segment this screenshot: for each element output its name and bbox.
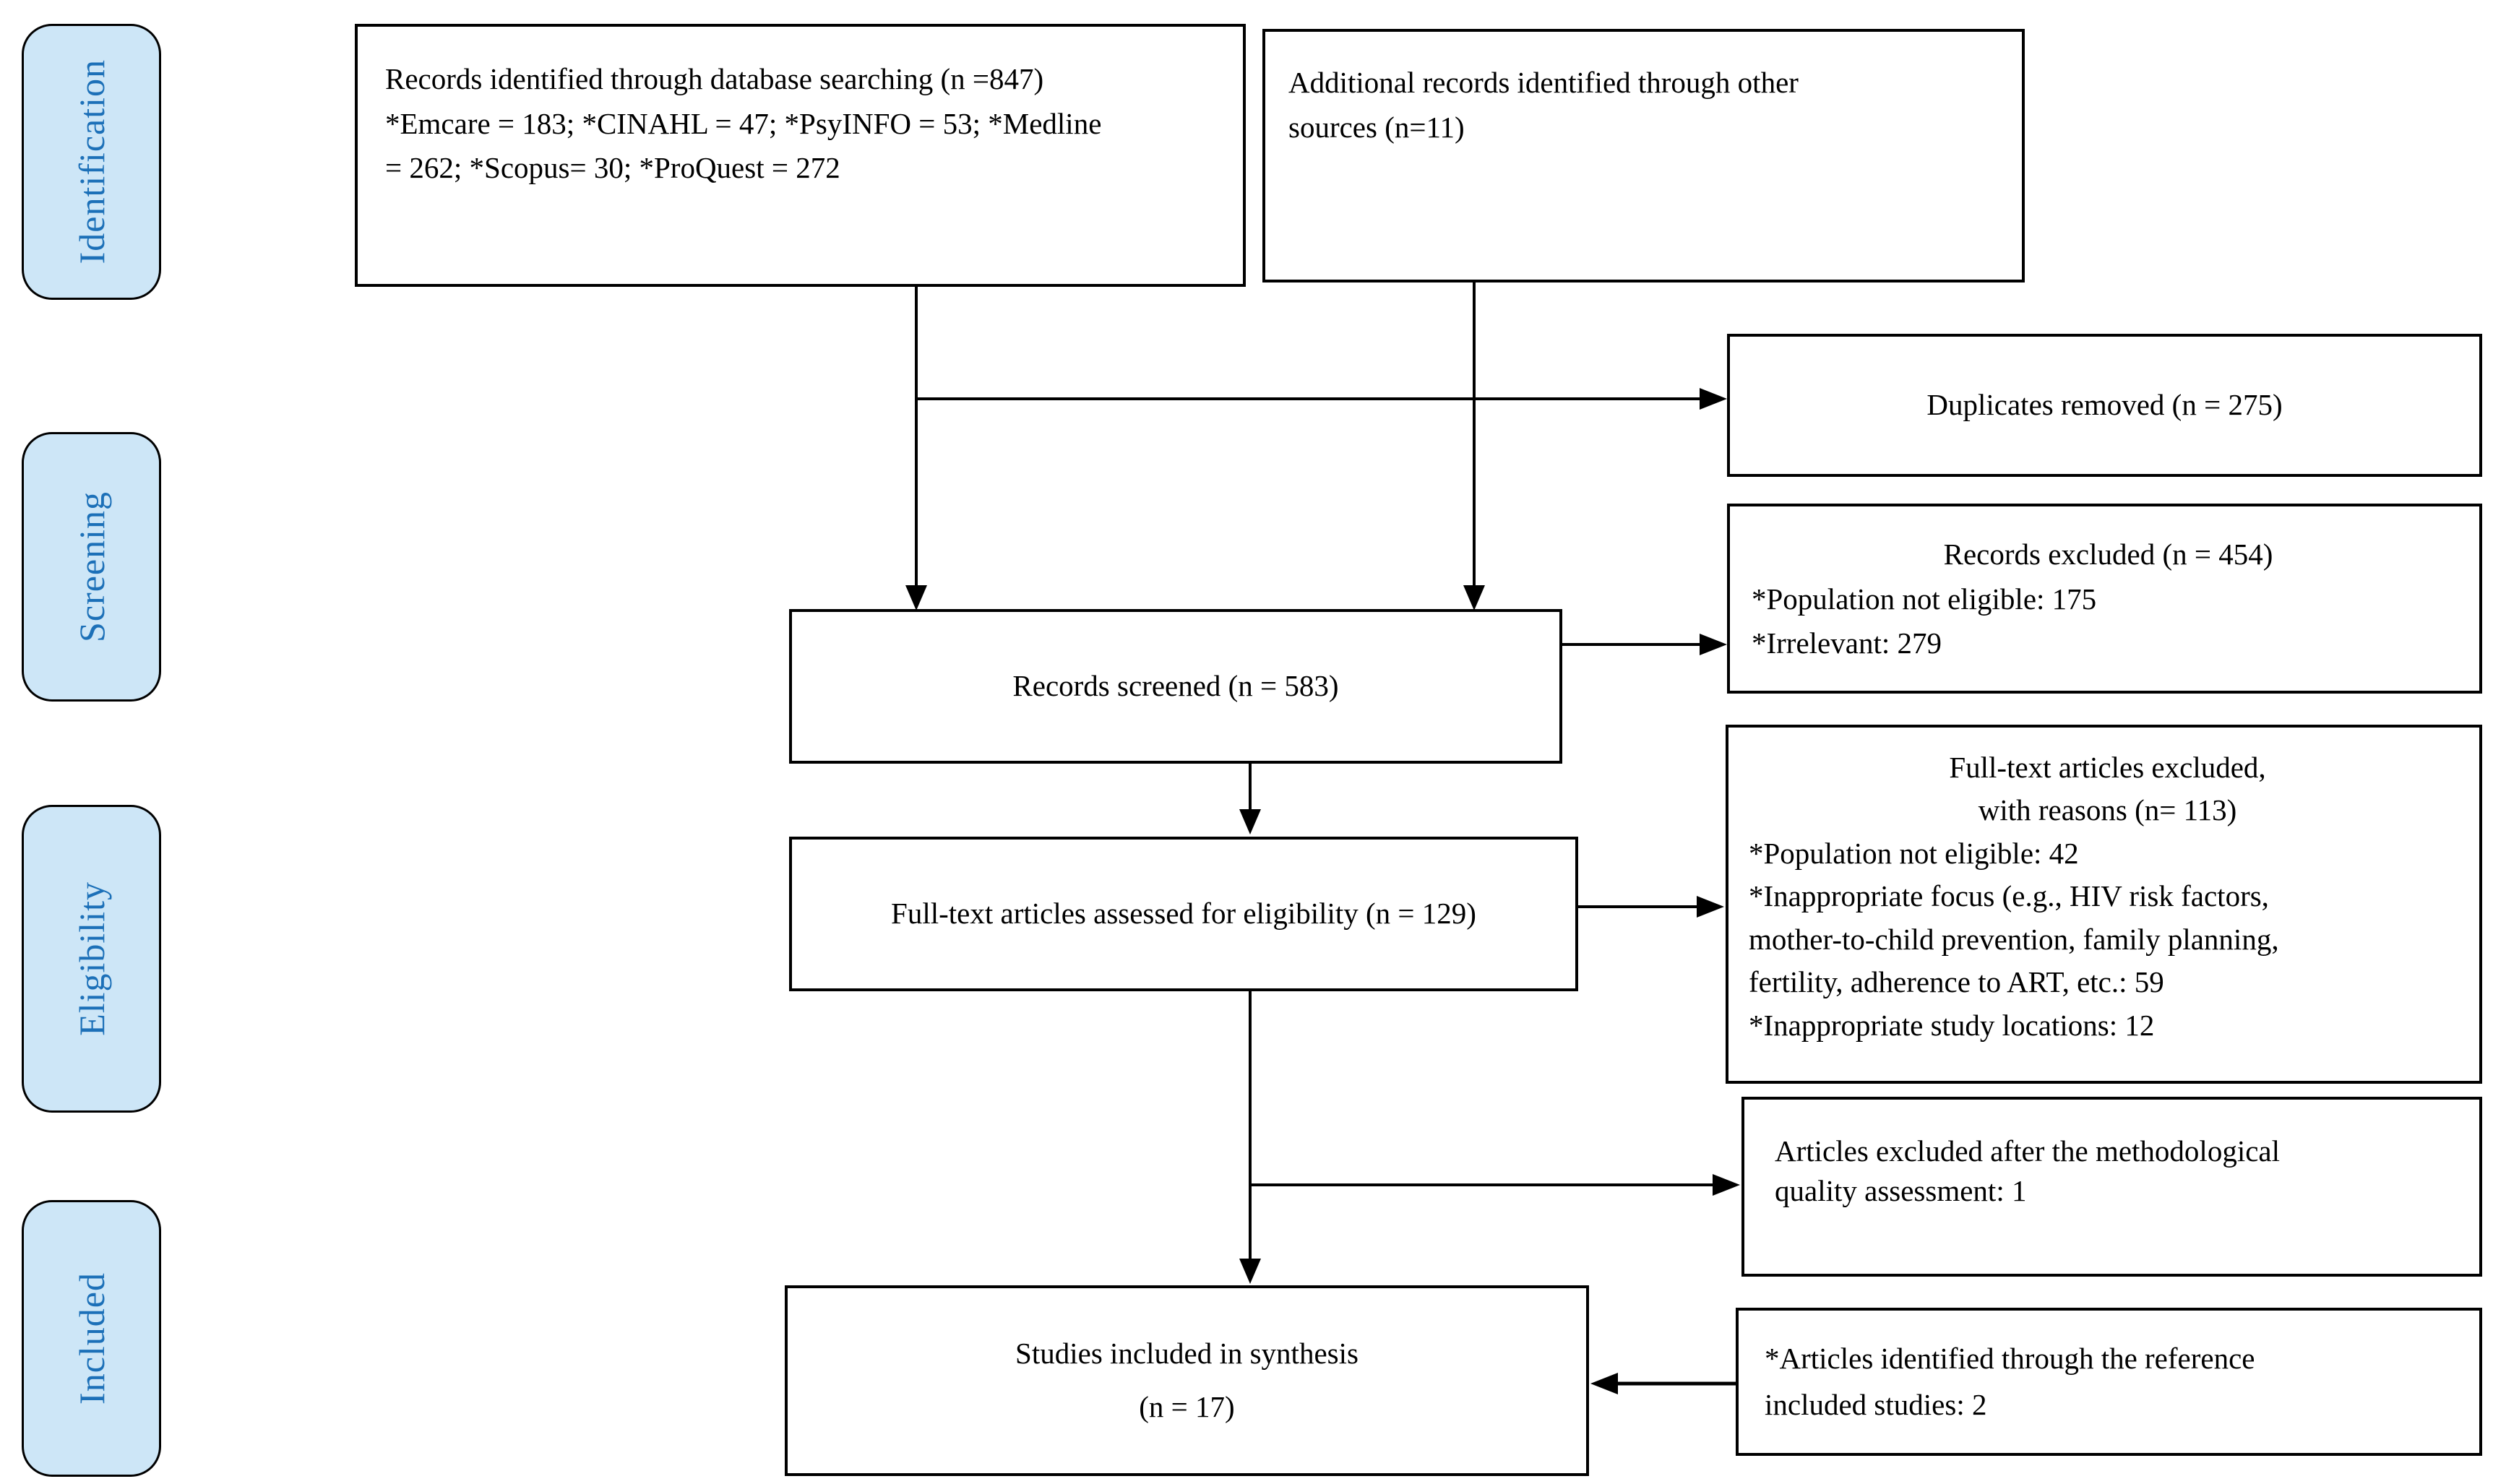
reference-articles-line: *Articles identified through the referen…: [1765, 1341, 2255, 1375]
arrowhead-reference-to-included: [1590, 1373, 1618, 1394]
stage-screening-label: Screening: [71, 491, 112, 642]
studies-included-line: (n = 17): [1139, 1390, 1235, 1423]
box-reference-articles: *Articles identified through the referen…: [1736, 1308, 2482, 1456]
box-records-identified: Records identified through database sear…: [355, 24, 1246, 287]
arrowhead-to-duplicates: [1700, 388, 1727, 410]
records-identified-line: *Emcare = 183; *CINAHL = 47; *PsyINFO = …: [385, 106, 1102, 140]
additional-records-line: sources (n=11): [1288, 110, 1465, 144]
fulltext-excluded-line: fertility, adherence to ART, etc.: 59: [1749, 965, 2164, 999]
arrowhead-screened-to-excluded: [1700, 634, 1727, 655]
arrowhead-assessed-to-included: [1239, 1259, 1261, 1284]
box-fulltext-assessed: Full-text articles assessed for eligibil…: [789, 837, 1578, 991]
stage-screening: Screening: [22, 432, 161, 702]
stage-identification-label: Identification: [71, 59, 112, 264]
duplicates-removed-line: Duplicates removed (n = 275): [1926, 388, 2283, 422]
fulltext-excluded-line: *Inappropriate focus (e.g., HIV risk fac…: [1749, 879, 2269, 913]
stage-identification: Identification: [22, 24, 161, 300]
arrowhead-to-quality-excluded: [1713, 1174, 1740, 1196]
records-identified-line: = 262; *Scopus= 30; *ProQuest = 272: [385, 151, 840, 184]
stage-included: Included: [22, 1200, 161, 1477]
records-excluded-title: Records excluded (n = 454): [1943, 538, 2273, 571]
stage-included-label: Included: [71, 1272, 112, 1405]
fulltext-excluded-line: mother-to-child prevention, family plann…: [1749, 922, 2279, 956]
fulltext-assessed-line: Full-text articles assessed for eligibil…: [891, 897, 1476, 931]
fulltext-excluded-line: *Inappropriate study locations: 12: [1749, 1008, 2155, 1042]
records-screened-line: Records screened (n = 583): [1012, 669, 1339, 703]
box-additional-records: Additional records identified through ot…: [1262, 29, 2025, 282]
box-articles-excluded-quality: Articles excluded after the methodologic…: [1741, 1097, 2482, 1277]
records-excluded-line: *Irrelevant: 279: [1752, 626, 1942, 660]
records-excluded-line: *Population not eligible: 175: [1752, 582, 2097, 616]
box-studies-included: Studies included in synthesis (n = 17): [785, 1285, 1589, 1476]
box-duplicates-removed: Duplicates removed (n = 275): [1727, 334, 2482, 477]
fulltext-excluded-line: *Population not eligible: 42: [1749, 836, 2079, 870]
additional-records-line: Additional records identified through ot…: [1288, 66, 1799, 99]
stage-eligibility-label: Eligibility: [71, 881, 112, 1036]
stage-eligibility: Eligibility: [22, 805, 161, 1113]
arrowhead-assessed-to-ftexcluded: [1697, 896, 1724, 918]
records-identified-line: Records identified through database sear…: [385, 62, 1044, 95]
fulltext-excluded-title: with reasons (n= 113): [1978, 793, 2237, 827]
box-records-screened: Records screened (n = 583): [789, 609, 1562, 764]
arrowhead-identified-to-screened: [905, 585, 927, 611]
articles-excluded-quality-line: quality assessment: 1: [1775, 1174, 2027, 1208]
studies-included-line: Studies included in synthesis: [1015, 1337, 1359, 1371]
box-fulltext-excluded: Full-text articles excluded, with reason…: [1726, 725, 2482, 1084]
box-records-excluded: Records excluded (n = 454) *Population n…: [1727, 504, 2482, 694]
articles-excluded-quality-line: Articles excluded after the methodologic…: [1775, 1134, 2281, 1168]
arrowhead-screened-to-assessed: [1239, 809, 1261, 834]
reference-articles-line: included studies: 2: [1765, 1387, 1987, 1421]
arrowhead-additional-to-screened: [1463, 585, 1485, 611]
fulltext-excluded-title: Full-text articles excluded,: [1949, 751, 2266, 784]
